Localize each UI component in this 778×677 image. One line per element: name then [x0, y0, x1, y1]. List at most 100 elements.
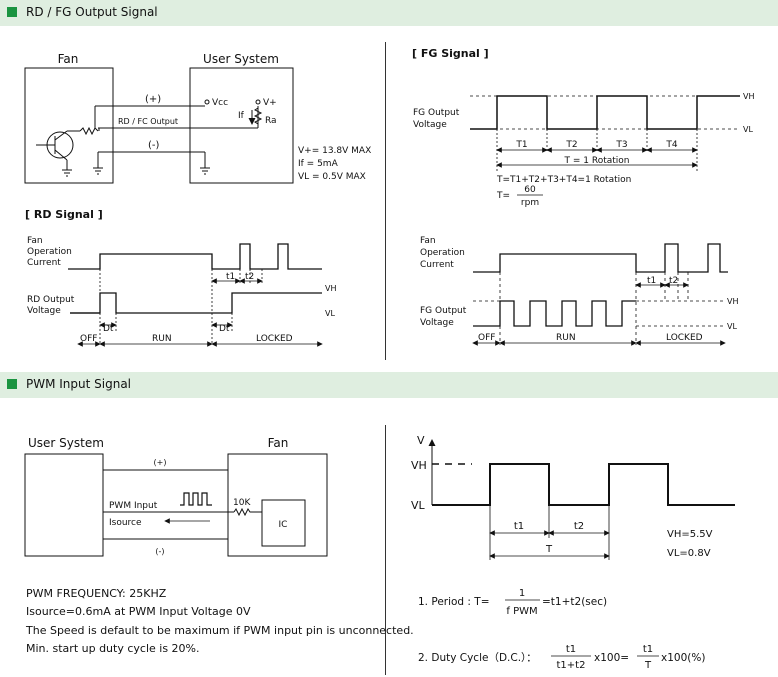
vl-label: VL: [411, 499, 426, 512]
vl-label: VL: [743, 125, 753, 134]
axis-label: FG Output: [420, 306, 467, 316]
pwm-note: PWM FREQUENCY: 25KHZ: [26, 587, 167, 600]
fan-box: [227, 453, 328, 557]
vh-label: VH: [325, 284, 337, 293]
pwm-section-header: PWM Input Signal: [0, 372, 778, 398]
pwm-note: Min. start up duty cycle is 20%.: [26, 642, 200, 655]
spec-line: V+= 13.8V MAX: [298, 146, 371, 156]
t1-label: t1: [647, 276, 656, 286]
period-formula-num: 1: [519, 588, 525, 599]
fg-formula: T=T1+T2+T3+T4=1 Rotation: [496, 175, 631, 185]
period-formula-den: f PWM: [506, 606, 537, 617]
rotation-label: T = 1 Rotation: [564, 156, 630, 166]
fan-box: [24, 67, 114, 184]
plus-label: (+): [154, 458, 167, 467]
run-label: RUN: [556, 333, 576, 343]
section-title: RD / FG Output Signal: [26, 5, 158, 19]
minus-label: (-): [148, 140, 160, 151]
vl-value: VL=0.8V: [667, 548, 711, 559]
user-system-box: [24, 453, 104, 557]
pwm-waveform: [432, 463, 735, 506]
locked-label: LOCKED: [256, 334, 293, 344]
axis-label: Operation: [420, 248, 465, 258]
dt-label: Dt: [103, 324, 114, 334]
period-label: T1: [515, 140, 527, 150]
duty-formula-den: t1+t2: [557, 660, 586, 671]
vcc-terminal-icon: [204, 99, 210, 105]
fg-run-waveforms: [473, 243, 728, 327]
vh-label: VH: [411, 459, 427, 472]
rd-guides: [99, 269, 322, 344]
fan-label: Fan: [268, 436, 289, 450]
axis-label: RD Output: [27, 295, 75, 305]
period-formula-prefix: 1. Period : T=: [418, 596, 490, 608]
axis-label: Fan: [27, 236, 43, 246]
vh-value: VH=5.5V: [667, 529, 713, 540]
section-bullet-icon: [7, 7, 17, 17]
t2-label: t2: [574, 521, 584, 532]
axis-label: FG Output: [413, 108, 460, 118]
period-label: T4: [665, 140, 677, 150]
plus-label: (+): [145, 94, 161, 105]
if-label: If: [238, 111, 245, 121]
ic-box: [261, 499, 306, 547]
vcc-label: Vcc: [212, 98, 228, 108]
axis-label: Voltage: [413, 120, 447, 130]
period-label: T2: [565, 140, 577, 150]
off-label: OFF: [478, 333, 495, 343]
axis-label: Current: [420, 260, 454, 270]
rd-waveforms: [68, 243, 322, 314]
vl-label: VL: [325, 309, 335, 318]
rd-fg-section-header: RD / FG Output Signal: [0, 0, 778, 26]
axis-label: Fan: [420, 236, 436, 246]
fg-signal-heading: [ FG Signal ]: [412, 47, 489, 60]
fg-formula-prefix: T=: [496, 191, 510, 201]
vh-label: VH: [743, 92, 755, 101]
run-label: RUN: [152, 334, 172, 344]
vplus-label: V+: [263, 98, 277, 108]
fg-formula-num: 60: [524, 185, 536, 195]
t2-label: t2: [669, 276, 678, 286]
pwm-circuit: [24, 453, 328, 557]
signal-label: RD / FC Output: [118, 117, 178, 126]
user-system-box: [189, 67, 294, 184]
vh-label: VH: [727, 297, 739, 306]
column-divider: [385, 42, 386, 360]
fan-label: Fan: [58, 52, 79, 66]
rd-signal-heading: [ RD Signal ]: [25, 208, 103, 221]
vplus-terminal-icon: [255, 99, 261, 105]
ic-label: IC: [279, 520, 288, 530]
column-divider: [385, 425, 386, 675]
duty-formula-num: t1: [643, 644, 653, 655]
ground-icon: [62, 167, 210, 177]
section-title: PWM Input Signal: [26, 377, 132, 391]
user-system-label: User System: [28, 436, 104, 450]
isource-label: Isource: [109, 518, 142, 528]
period-label: T: [545, 544, 553, 555]
fg-formula-den: rpm: [521, 198, 539, 208]
rd-circuit: [24, 67, 294, 184]
fg-waveform: [470, 95, 740, 130]
rd-dimensions: [77, 278, 323, 347]
resistor-label: 10K: [233, 498, 251, 508]
axis-label: Operation: [27, 247, 72, 257]
axis-label: Voltage: [27, 306, 61, 316]
period-label: T3: [615, 140, 627, 150]
spec-line: VL = 0.5V MAX: [298, 172, 366, 182]
t1-label: t1: [226, 272, 235, 282]
off-label: OFF: [80, 334, 97, 344]
duty-formula-prefix: 2. Duty Cycle（D.C.）：: [418, 652, 537, 664]
minus-label: (-): [155, 547, 164, 556]
axis-label: Voltage: [420, 318, 454, 328]
spec-line: If = 5mA: [298, 159, 339, 169]
t2-label: t2: [245, 272, 254, 282]
section-bullet-icon: [7, 379, 17, 389]
pwm-input-label: PWM Input: [109, 501, 158, 511]
fg-level-guides: [470, 95, 740, 130]
duty-formula-num: t1: [566, 644, 576, 655]
t1-label: t1: [514, 521, 524, 532]
fg-run-dimensions: [472, 282, 726, 346]
locked-label: LOCKED: [666, 333, 703, 343]
pwm-note: Isource=0.6mA at PWM Input Voltage 0V: [26, 605, 251, 618]
